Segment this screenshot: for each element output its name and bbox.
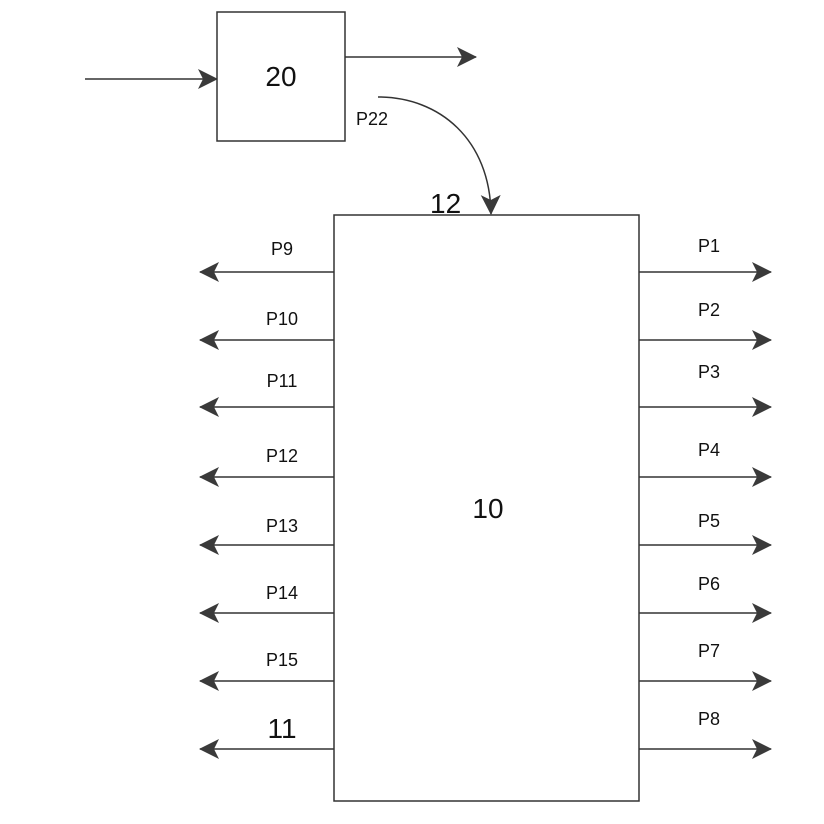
left-port-label: P11 bbox=[267, 371, 298, 391]
left-port-label: P15 bbox=[266, 650, 298, 670]
left-port-label: P12 bbox=[266, 446, 298, 466]
ref-label-12: 12 bbox=[430, 188, 461, 219]
right-port-label: P8 bbox=[698, 709, 720, 729]
left-port-10: P10 bbox=[199, 309, 334, 350]
right-port-label: P3 bbox=[698, 362, 720, 382]
right-port-label: P5 bbox=[698, 511, 720, 531]
left-port-13: P13 bbox=[199, 516, 334, 555]
block-10-label: 10 bbox=[472, 493, 503, 524]
right-port-4: P4 bbox=[639, 440, 772, 487]
ref-label-11: 11 bbox=[267, 713, 296, 744]
left-port-9: P9 bbox=[199, 239, 334, 282]
left-port-label: P14 bbox=[266, 583, 298, 603]
right-port-3: P3 bbox=[639, 362, 772, 417]
left-port-label: P9 bbox=[271, 239, 293, 259]
left-port-label: P10 bbox=[266, 309, 298, 329]
left-port-12: P12 bbox=[199, 446, 334, 487]
right-port-7: P7 bbox=[639, 641, 772, 691]
right-port-6: P6 bbox=[639, 574, 772, 623]
right-port-label: P1 bbox=[698, 236, 720, 256]
block-20 bbox=[216, 11, 346, 142]
left-port-11: P11 bbox=[199, 371, 334, 417]
p22-curved-arrow bbox=[377, 96, 501, 215]
left-port-label: P13 bbox=[266, 516, 298, 536]
right-port-label: P2 bbox=[698, 300, 720, 320]
left-port-15: P15 bbox=[199, 650, 334, 691]
right-port-label: P4 bbox=[698, 440, 720, 460]
right-port-label: P7 bbox=[698, 641, 720, 661]
block-20-label: 20 bbox=[265, 61, 296, 92]
left-port-11-ref: 11 bbox=[199, 713, 334, 759]
right-port-5: P5 bbox=[639, 511, 772, 555]
right-port-2: P2 bbox=[639, 300, 772, 350]
right-port-1: P1 bbox=[639, 236, 772, 282]
left-port-14: P14 bbox=[199, 583, 334, 623]
block-10 bbox=[333, 214, 640, 802]
right-port-8: P8 bbox=[639, 709, 772, 759]
p22-label: P22 bbox=[356, 109, 388, 129]
right-port-label: P6 bbox=[698, 574, 720, 594]
